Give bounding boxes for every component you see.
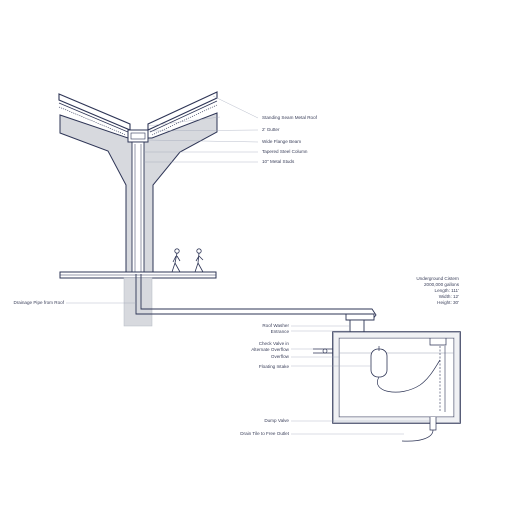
dump-valve bbox=[429, 417, 437, 431]
spec-height: Height: 30' bbox=[437, 300, 459, 305]
steel-column bbox=[131, 141, 145, 275]
labels-left: Drainage Pipe from Roof Roof Washer Entr… bbox=[13, 300, 289, 436]
label-dump: Dump Valve bbox=[264, 418, 289, 423]
labels-right: Standing Seam Metal Roof 2' Gutter Wide … bbox=[262, 115, 318, 164]
label-pipe: Drainage Pipe from Roof bbox=[13, 300, 64, 305]
drainage-pipe bbox=[135, 274, 377, 321]
leader-lines-right bbox=[144, 95, 259, 163]
cistern bbox=[313, 331, 461, 442]
label-gutter: 2' Gutter bbox=[262, 127, 280, 132]
intake-hose bbox=[377, 359, 441, 393]
spec-width: Width: 12' bbox=[439, 294, 459, 299]
label-washer: Roof Washer bbox=[262, 323, 289, 328]
label-beam: Wide Flange Beam bbox=[262, 139, 301, 144]
label-entrance: Entrance bbox=[271, 329, 290, 334]
ground-slab bbox=[59, 271, 217, 327]
roof-structure bbox=[58, 91, 221, 275]
label-roof: Standing Seam Metal Roof bbox=[262, 115, 318, 120]
label-check-valve-1: Check Valve in bbox=[259, 341, 290, 346]
floating-intake bbox=[370, 348, 388, 378]
cistern-spec: Underground Cistern 2000,000 gallons Len… bbox=[416, 276, 459, 305]
label-studs: 10" Metal Studs bbox=[262, 159, 295, 164]
roof-washer bbox=[345, 313, 375, 335]
label-overflow: Overflow bbox=[271, 354, 290, 359]
spec-length: Length: 111' bbox=[435, 288, 460, 293]
label-check-valve-2: Alternate Overflow bbox=[251, 347, 289, 352]
check-valve-pipe bbox=[313, 348, 333, 354]
drain-tile bbox=[401, 429, 434, 442]
spec-capacity: 2000,000 gallons bbox=[424, 282, 460, 287]
label-intake: Floating Intake bbox=[259, 364, 290, 369]
column-footing bbox=[123, 277, 153, 327]
label-drain: Drain Tile to Free Outlet bbox=[240, 431, 289, 436]
human-figures bbox=[171, 248, 204, 273]
person-right bbox=[194, 248, 204, 273]
spec-title: Underground Cistern bbox=[416, 276, 459, 281]
label-column: Tapered Steel Column bbox=[262, 149, 308, 154]
leader-lines-left bbox=[66, 302, 430, 435]
person-left bbox=[171, 248, 181, 273]
